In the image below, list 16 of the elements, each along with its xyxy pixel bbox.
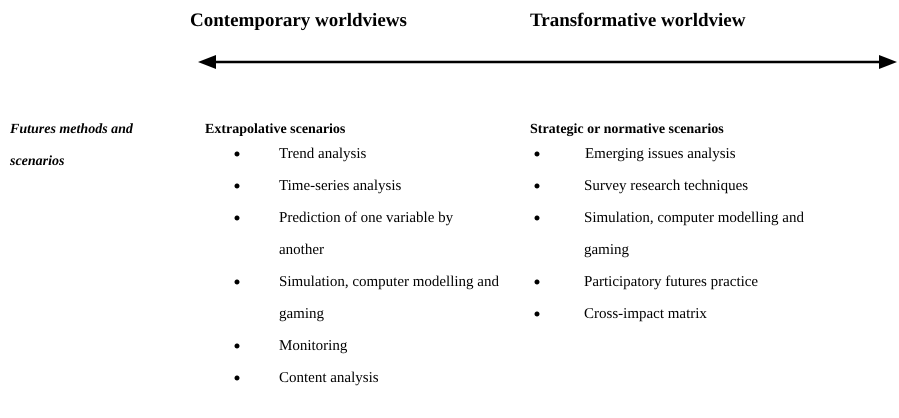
list-item: Time-series analysis xyxy=(279,177,402,196)
list-item: Simulation, computer modelling and gaming xyxy=(279,273,499,324)
list-item: Content analysis xyxy=(279,369,380,388)
list-item: Prediction of one variable by another xyxy=(279,209,454,260)
list-item: Participatory futures practice xyxy=(584,273,760,292)
list-item: Trend analysis xyxy=(279,145,368,164)
list-item: Emerging issues analysis xyxy=(585,145,737,164)
column-heading: Transformative worldview xyxy=(530,9,746,33)
list-item: Cross-impact matrix xyxy=(584,305,708,324)
list-item: Simulation, computer modelling and gaming xyxy=(584,209,804,260)
list-item: Monitoring xyxy=(279,337,348,356)
section-heading: Extrapolative scenarios xyxy=(205,121,346,139)
list-item: Survey research techniques xyxy=(584,177,750,196)
row-heading: Futures methods and scenarios xyxy=(10,121,134,171)
section-heading: Strategic or normative scenarios xyxy=(530,121,724,139)
column-heading: Contemporary worldviews xyxy=(190,9,407,33)
